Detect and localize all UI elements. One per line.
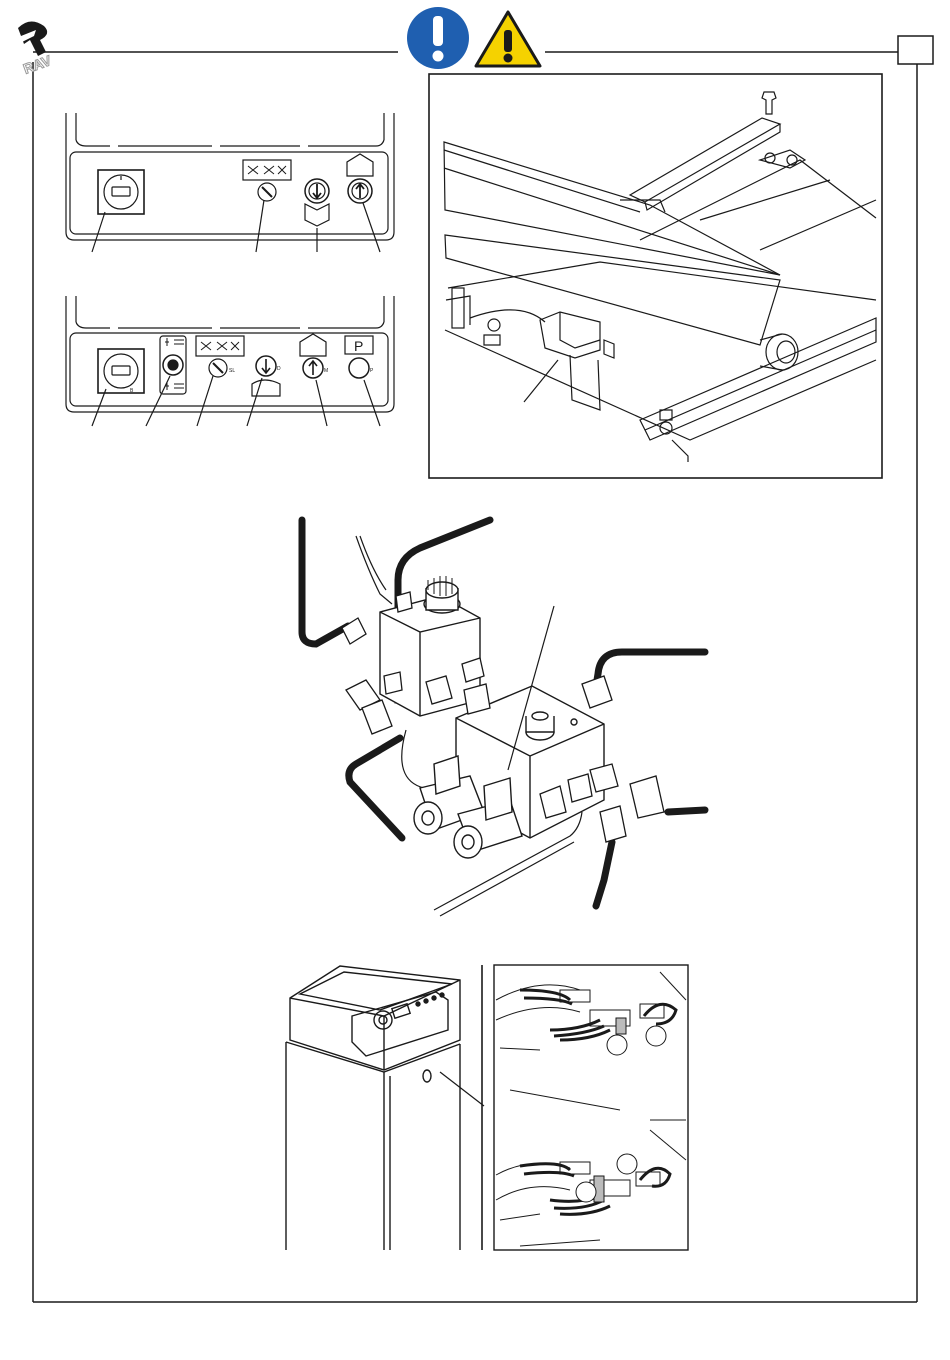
control-box-cabinet — [286, 965, 484, 1250]
control-panel-bottom: P — [66, 296, 394, 426]
label-m: M — [324, 368, 328, 374]
label-p: P — [370, 368, 374, 374]
mandatory-action-icon — [407, 7, 469, 69]
label-sl: SL — [229, 368, 235, 374]
label-d: D — [277, 366, 281, 372]
lift-detail-frame — [429, 74, 882, 478]
brand-logo: RAV — [16, 21, 54, 76]
warning-triangle-icon — [476, 12, 540, 66]
control-panel-top — [66, 113, 394, 252]
terminal-detail-frame — [494, 965, 688, 1250]
page-number-box — [898, 36, 933, 64]
svg-text:P: P — [354, 338, 363, 354]
hydraulic-block-drawing — [302, 520, 705, 916]
brand-logo-text: RAV — [21, 52, 54, 77]
